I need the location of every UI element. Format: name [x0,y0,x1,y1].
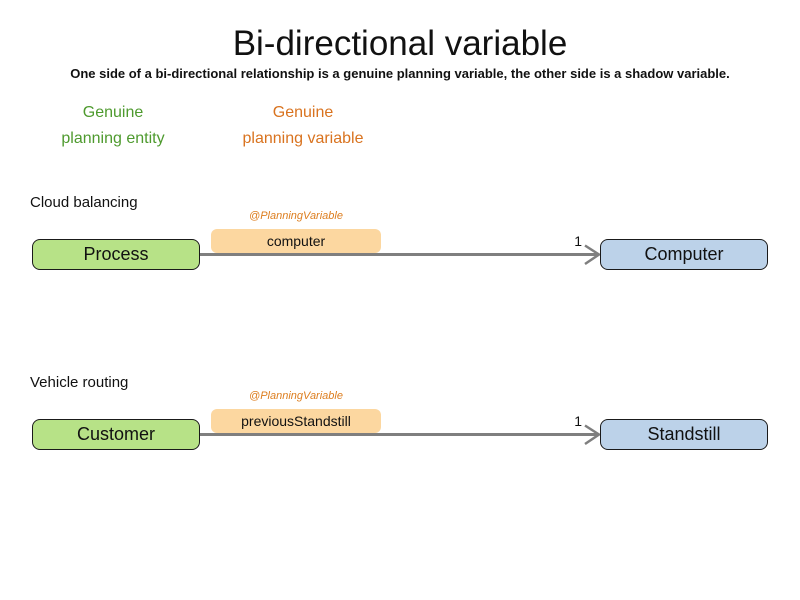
example-cloud-balancing: Cloud balancing @PlanningVariable comput… [0,190,800,285]
multiplicity-label: 1 [574,413,582,429]
example-vehicle-routing: Vehicle routing @PlanningVariable previo… [0,370,800,465]
multiplicity-label: 1 [574,233,582,249]
page-title: Bi-directional variable [232,24,568,63]
legend-genuine-planning-variable: Genuine planning variable [218,100,388,152]
target-box: Computer [600,239,768,270]
variable-box: previousStandstill [211,409,381,433]
legend-genuine-planning-entity: Genuine planning entity [28,100,198,152]
legend-variable-line2: planning variable [242,130,364,147]
section-label: Cloud balancing [30,194,138,211]
legend-entity-line2: planning entity [61,130,165,147]
variable-box: computer [211,229,381,253]
association-arrow [199,244,602,266]
target-box: Standstill [600,419,768,450]
legend-variable-line1: Genuine [272,104,334,121]
page-subtitle: One side of a bi-directional relationshi… [70,66,730,81]
entity-box: Process [32,239,200,270]
section-label: Vehicle routing [30,374,129,391]
planning-variable-annotation: @PlanningVariable [249,390,343,402]
entity-box: Customer [32,419,200,450]
legend-entity-line1: Genuine [82,104,144,121]
association-arrow [199,424,602,446]
planning-variable-annotation: @PlanningVariable [249,210,343,222]
